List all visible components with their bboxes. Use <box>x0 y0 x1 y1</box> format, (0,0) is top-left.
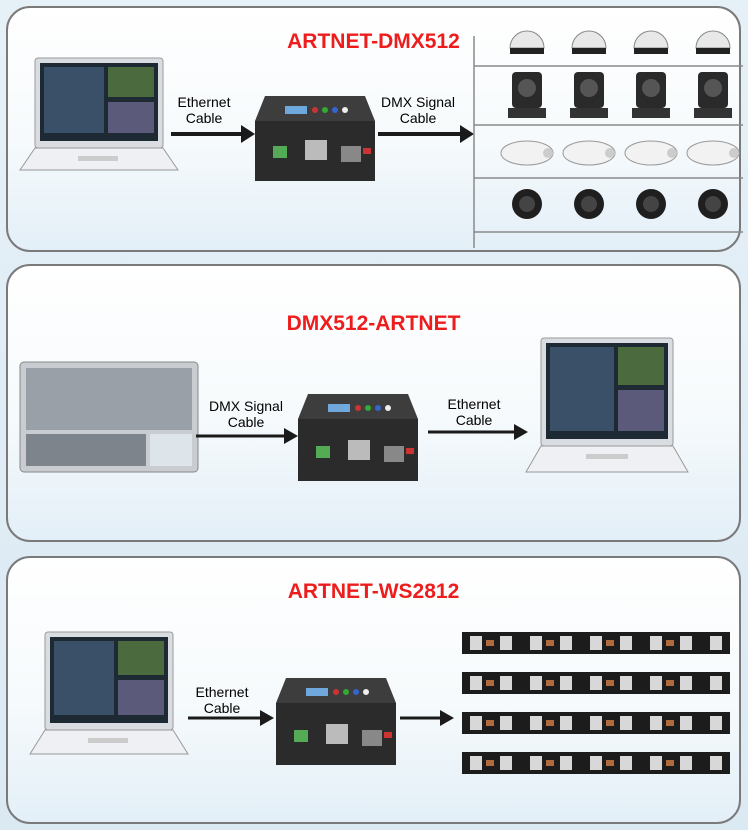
panel-title: ARTNET-WS2812 <box>287 580 460 603</box>
ethernet-cable-label: Ethernet Cable <box>195 684 249 716</box>
led-par-light-row <box>512 189 728 219</box>
laptop-image <box>29 631 189 755</box>
crystal-ball-light-row <box>509 30 731 54</box>
moving-head-light-row <box>508 72 732 118</box>
arrow-right-icon <box>260 710 274 726</box>
arrow-right-icon <box>460 125 474 143</box>
led-strip <box>462 712 730 734</box>
panel-title: ARTNET-DMX512 <box>287 30 460 53</box>
arrow-right-icon <box>440 710 454 726</box>
dmx-signal-cable-label: DMX Signal Cable <box>381 94 455 126</box>
panel-artnet-dmx512: ARTNET-DMX512 Ethernet Cable DMX Signal … <box>6 6 743 252</box>
fog-machine-row <box>500 140 740 166</box>
led-strip <box>462 672 730 694</box>
laptop-image <box>19 57 179 171</box>
artnet-controller-device <box>255 96 375 181</box>
ws2812-led-strips <box>462 632 730 774</box>
artnet-controller-device <box>276 678 396 765</box>
arrow-right-icon <box>241 125 255 143</box>
arrow-right-icon <box>514 424 528 440</box>
artnet-controller-device <box>298 394 418 481</box>
led-strip <box>462 752 730 774</box>
arrow-right-icon <box>284 428 298 444</box>
ethernet-cable-label: Ethernet Cable <box>447 396 501 428</box>
fixture-rack <box>473 30 743 248</box>
panel-2-drawing <box>19 337 689 481</box>
panel-artnet-ws2812: ARTNET-WS2812 Ethernet Cable <box>6 556 741 824</box>
panel-3-drawing <box>29 631 730 774</box>
dmx-console-image <box>19 361 199 473</box>
panel-1-drawing <box>19 30 743 248</box>
led-strip <box>462 632 730 654</box>
laptop-image <box>525 337 689 473</box>
panel-dmx512-artnet: DMX512-ARTNET DMX Signal Cable Ethernet … <box>6 264 741 542</box>
dmx-signal-cable-label: DMX Signal Cable <box>209 398 283 430</box>
ethernet-cable-label: Ethernet Cable <box>177 94 231 126</box>
panel-title: DMX512-ARTNET <box>286 312 461 335</box>
